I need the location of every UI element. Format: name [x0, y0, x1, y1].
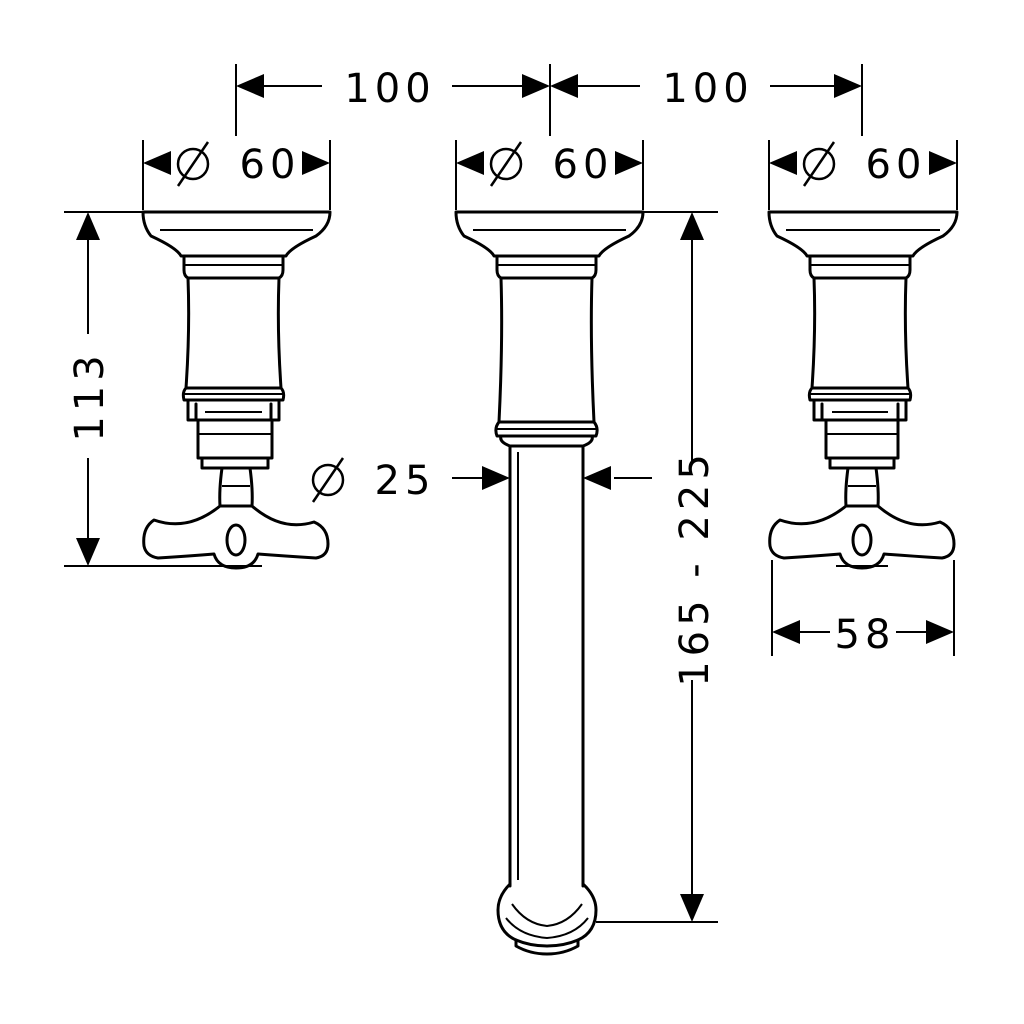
diameter-symbol-icon	[489, 141, 523, 187]
spout-length-dimension: 165 - 225	[596, 211, 718, 923]
center-spout	[454, 210, 645, 956]
diameter-center-dimension: 60	[455, 140, 644, 210]
diameter-left-label: 60	[240, 142, 301, 188]
right-valve	[767, 210, 959, 570]
spout-length-label: 165 - 225	[672, 449, 718, 687]
height-dimension: 113	[64, 211, 210, 567]
diameter-left-dimension: 60	[142, 140, 331, 210]
diameter-symbol-icon	[802, 141, 836, 187]
spacing-dimension: 100 100	[235, 64, 863, 136]
diameter-center-label: 60	[553, 142, 614, 188]
handle-width-label: 58	[835, 612, 896, 658]
spout-diameter-label: 25	[375, 458, 436, 504]
height-label: 113	[67, 350, 113, 441]
spout-diameter-dimension: 25	[311, 457, 652, 504]
diameter-symbol-icon	[311, 457, 345, 503]
handle-width-dimension: 58	[771, 560, 955, 658]
left-valve	[141, 210, 332, 570]
diameter-right-dimension: 60	[768, 140, 958, 210]
diameter-symbol-icon	[176, 141, 210, 187]
diameter-right-label: 60	[866, 142, 927, 188]
spacing-right-label: 100	[662, 66, 753, 112]
spacing-left-label: 100	[344, 66, 435, 112]
